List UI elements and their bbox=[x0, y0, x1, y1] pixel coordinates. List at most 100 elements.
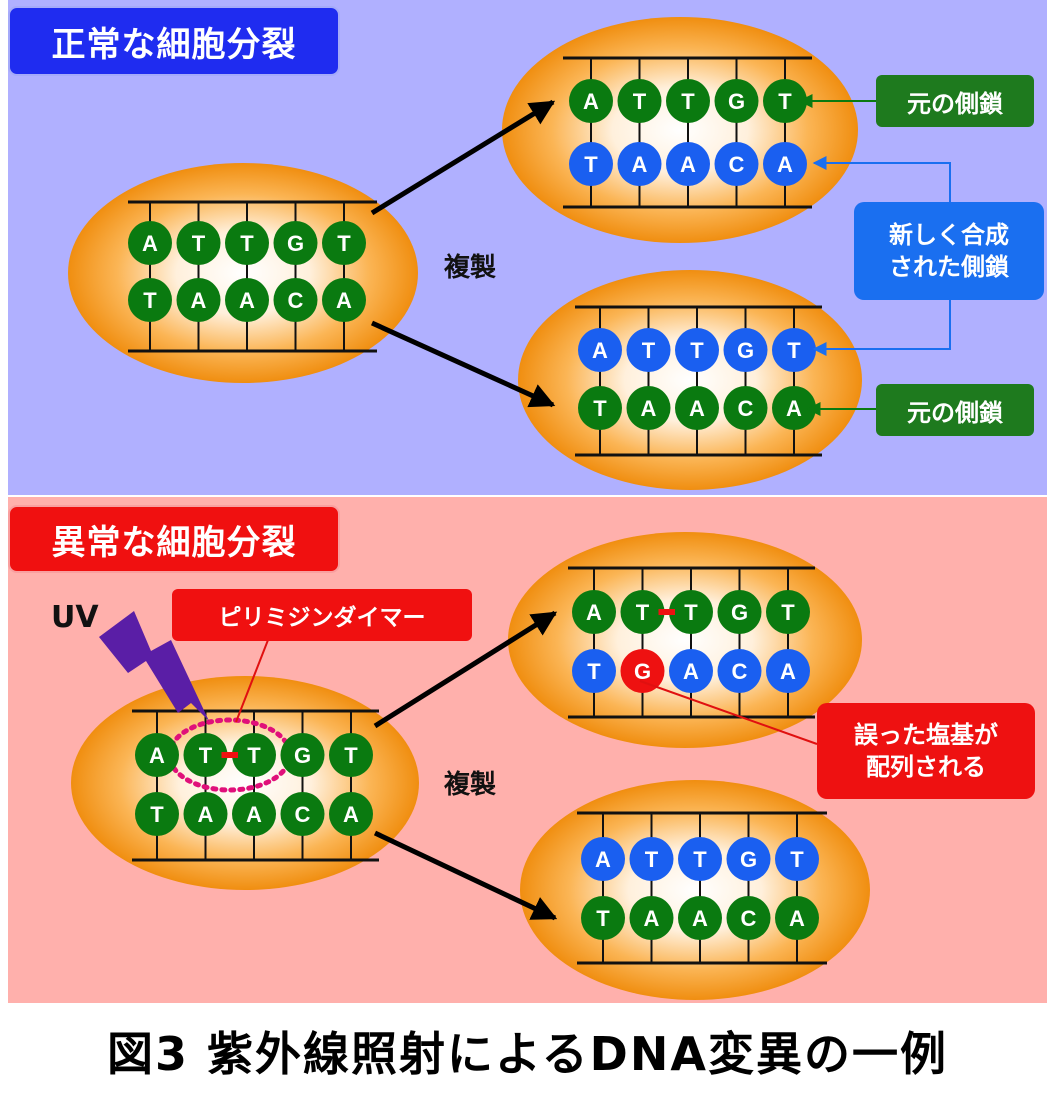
new-strand-bracket-upper bbox=[812, 156, 951, 202]
cell-body bbox=[520, 780, 870, 1000]
base-circle bbox=[772, 386, 816, 430]
base-circle bbox=[322, 278, 366, 322]
base-circle bbox=[232, 792, 276, 836]
cell-body bbox=[508, 532, 862, 748]
base-circle bbox=[581, 896, 625, 940]
base-letter: A bbox=[595, 847, 611, 872]
base-circle bbox=[678, 837, 722, 881]
base-circle bbox=[183, 792, 228, 836]
base-letter: T bbox=[240, 231, 254, 256]
base-letter: T bbox=[192, 231, 206, 256]
base-circle bbox=[626, 386, 671, 430]
base-circle bbox=[176, 221, 221, 265]
base-circle bbox=[128, 221, 172, 265]
error-base-label-line2: 配列される bbox=[866, 753, 986, 781]
base-letter: A bbox=[149, 743, 165, 768]
base-letter: A bbox=[198, 802, 214, 827]
base-circle bbox=[225, 221, 269, 265]
base-circle bbox=[772, 328, 816, 372]
base-letter: A bbox=[786, 396, 802, 421]
replication-arrow-abnormal-lower bbox=[373, 830, 558, 921]
replication-label-abnormal: 複製 bbox=[444, 770, 497, 800]
base-circle bbox=[669, 649, 713, 693]
base-letter: A bbox=[689, 396, 705, 421]
base-letter: A bbox=[789, 906, 805, 931]
base-letter: A bbox=[336, 288, 352, 313]
base-circle bbox=[280, 792, 325, 836]
base-circle bbox=[717, 649, 762, 693]
base-circle bbox=[675, 328, 719, 372]
base-letter: G bbox=[634, 659, 651, 684]
base-circle bbox=[666, 79, 710, 123]
new-strand-label-line2: された側鎖 bbox=[889, 253, 1009, 281]
normal-division-title: 正常な細胞分裂 bbox=[8, 6, 340, 76]
base-circle bbox=[280, 733, 325, 777]
base-letter: T bbox=[778, 89, 792, 114]
replication-arrow-normal-upper bbox=[370, 99, 556, 216]
base-circle bbox=[775, 896, 819, 940]
base-circle bbox=[620, 590, 665, 634]
base-letter: A bbox=[644, 906, 660, 931]
base-letter: T bbox=[633, 89, 647, 114]
base-letter: G bbox=[740, 847, 757, 872]
base-letter: A bbox=[586, 600, 602, 625]
base-letter: T bbox=[787, 338, 801, 363]
base-letter: T bbox=[693, 847, 707, 872]
cell-abnormal-daughter-2: A T T G T T A A C A bbox=[520, 780, 870, 1000]
base-circle bbox=[678, 896, 722, 940]
base-circle bbox=[183, 733, 228, 777]
base-letter: T bbox=[690, 338, 704, 363]
base-letter: T bbox=[781, 600, 795, 625]
original-strand-label-upper: 元の側鎖 bbox=[876, 75, 1034, 127]
base-circle bbox=[723, 386, 768, 430]
base-letter: C bbox=[295, 802, 311, 827]
base-letter: T bbox=[596, 906, 610, 931]
base-circle bbox=[714, 142, 759, 186]
base-letter: G bbox=[294, 743, 311, 768]
base-circle bbox=[726, 896, 771, 940]
base-letter: A bbox=[641, 396, 657, 421]
base-circle bbox=[766, 649, 810, 693]
base-circle bbox=[629, 837, 674, 881]
base-letter: C bbox=[732, 659, 748, 684]
base-letter: T bbox=[584, 152, 598, 177]
base-circle bbox=[666, 142, 710, 186]
new-strand-bracket-lower bbox=[812, 300, 951, 356]
base-letter: T bbox=[790, 847, 804, 872]
base-circle bbox=[617, 142, 662, 186]
base-circle bbox=[717, 590, 762, 634]
base-letter: T bbox=[681, 89, 695, 114]
base-letter: A bbox=[583, 89, 599, 114]
base-circle bbox=[135, 792, 179, 836]
base-circle bbox=[569, 142, 613, 186]
uv-label: UV bbox=[51, 600, 99, 635]
base-letter: A bbox=[191, 288, 207, 313]
base-circle bbox=[176, 278, 221, 322]
base-circle bbox=[675, 386, 719, 430]
replication-arrow-abnormal-upper bbox=[373, 610, 558, 729]
base-circle bbox=[617, 79, 662, 123]
base-circle bbox=[273, 278, 318, 322]
base-circle bbox=[329, 792, 373, 836]
base-circle bbox=[629, 896, 674, 940]
base-circle bbox=[572, 649, 616, 693]
base-letter: A bbox=[777, 152, 793, 177]
base-circle bbox=[128, 278, 172, 322]
connectors-layer bbox=[99, 94, 951, 921]
base-letter: G bbox=[287, 231, 304, 256]
error-base-circle bbox=[620, 649, 665, 693]
base-circle bbox=[578, 328, 622, 372]
base-letter: A bbox=[692, 906, 708, 931]
base-letter: T bbox=[645, 847, 659, 872]
base-letter: C bbox=[741, 906, 757, 931]
base-circle bbox=[763, 142, 807, 186]
dimer-pointer-line bbox=[235, 639, 269, 723]
base-circle bbox=[225, 278, 269, 322]
base-circle bbox=[329, 733, 373, 777]
base-letter: A bbox=[239, 288, 255, 313]
error-base-label: 誤った塩基が 配列される bbox=[817, 703, 1035, 799]
